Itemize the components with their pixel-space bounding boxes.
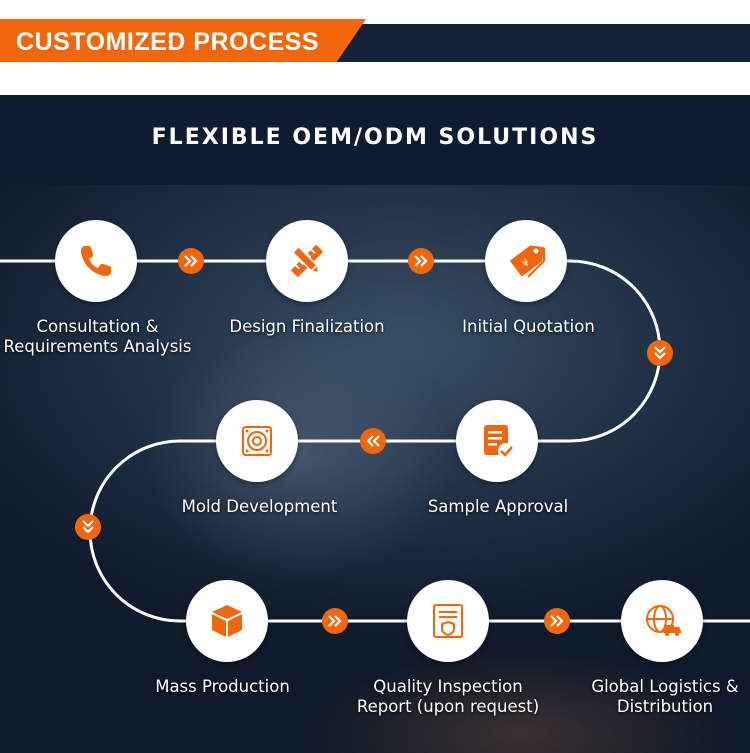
- step-label: Consultation & Requirements Analysis: [0, 317, 195, 357]
- step-label: Quality Inspection Report (upon request): [348, 677, 548, 717]
- step-label-line: Quality Inspection: [373, 677, 523, 696]
- banner-title: FLEXIBLE OEM/ODM SOLUTIONS: [151, 125, 599, 150]
- header-tab: [0, 19, 366, 62]
- step-label-line: Mass Production: [155, 677, 290, 696]
- box-icon: [212, 605, 242, 637]
- double-chevron-left-icon: [366, 435, 380, 447]
- step-label: Mold Development: [167, 497, 352, 517]
- step-global-logistics: [621, 580, 703, 662]
- step-sample-approval: [456, 400, 538, 482]
- step-label-line: Report (upon request): [356, 697, 540, 716]
- double-chevron-down-icon: [654, 346, 666, 360]
- double-chevron-right-icon: [414, 255, 428, 267]
- double-chevron-right-icon: [550, 615, 564, 627]
- step-label: Design Finalization: [217, 317, 397, 337]
- step-label: Initial Quotation: [446, 317, 611, 337]
- connector-down: [647, 340, 673, 366]
- step-label-line: Requirements Analysis: [3, 337, 192, 356]
- globe-truck-icon: [646, 605, 681, 636]
- step-label-line: Initial Quotation: [462, 317, 595, 336]
- step-label: Mass Production: [140, 677, 305, 697]
- connector-right: [408, 248, 434, 274]
- step-consultation: [55, 220, 137, 302]
- step-label-line: Consultation &: [36, 317, 159, 336]
- step-label: Sample Approval: [413, 497, 583, 517]
- connector-right: [544, 608, 570, 634]
- double-chevron-down-icon: [82, 520, 94, 534]
- step-label-line: Sample Approval: [427, 497, 569, 516]
- step-label-line: Design Finalization: [229, 317, 385, 336]
- step-mass-production: [186, 580, 268, 662]
- double-chevron-right-icon: [184, 255, 198, 267]
- phone-icon: [81, 246, 111, 276]
- connector-right: [322, 608, 348, 634]
- page-title: CUSTOMIZED PROCESS: [16, 28, 320, 56]
- step-initial-quotation: ¥: [485, 220, 567, 302]
- inspection-report-icon: [433, 604, 463, 638]
- process-panel: FLEXIBLE OEM/ODM SOLUTIONS Consultation …: [0, 95, 750, 753]
- step-label-line: Distribution: [616, 697, 714, 716]
- step-label: Global Logistics & Distribution: [580, 677, 750, 717]
- price-tag-icon: ¥: [509, 245, 545, 278]
- ruler-pencil-icon: [290, 244, 324, 278]
- approved-document-icon: [484, 425, 514, 459]
- connector-left: [360, 428, 386, 454]
- mold-speaker-icon: [242, 426, 272, 456]
- svg-text:¥: ¥: [520, 257, 532, 270]
- double-chevron-right-icon: [328, 615, 342, 627]
- banner: [0, 95, 750, 185]
- step-design-finalization: [266, 220, 348, 302]
- connector-right: [178, 248, 204, 274]
- connector-down: [75, 514, 101, 540]
- step-label-line: Global Logistics &: [591, 677, 739, 696]
- step-quality-inspection: [407, 580, 489, 662]
- step-mold-development: [216, 400, 298, 482]
- step-label-line: Mold Development: [181, 497, 338, 516]
